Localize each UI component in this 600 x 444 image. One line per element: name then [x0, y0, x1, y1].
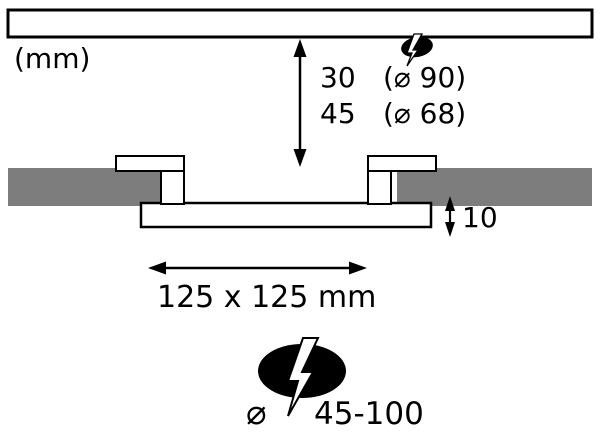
cutout-size-label: 125 x 125 mm [157, 280, 376, 315]
cutout-width-arrow [148, 261, 367, 275]
ceiling-cross-section-left [8, 168, 164, 206]
flash-bolt-large [286, 337, 320, 417]
electrical-connection-flash-icon-small [401, 33, 433, 67]
mounting-clip-right [367, 155, 437, 205]
panel-thickness-value: 10 [462, 201, 498, 234]
depth-45-diameter: (⌀ 68) [383, 97, 466, 130]
connection-diameter-range: 45-100 [314, 396, 424, 432]
arrow-up-head [293, 39, 307, 57]
ceiling-cross-section-right [397, 168, 592, 206]
panel-thickness-arrow [445, 196, 455, 237]
diameter-symbol: ⌀ [246, 393, 266, 433]
depth-45-value: 45 [320, 97, 356, 130]
ceiling-slab [6, 8, 594, 39]
arrow-down-head [293, 149, 307, 167]
mounting-clip-left [115, 155, 185, 205]
depth-dimension-arrow [293, 39, 307, 167]
flash-bolt-small [406, 33, 424, 67]
electrical-connection-flash-icon-large [258, 337, 346, 417]
unit-label: (mm) [14, 42, 90, 75]
depth-30-value: 30 [320, 61, 356, 94]
light-panel-body [139, 201, 433, 229]
depth-30-diameter: (⌀ 90) [383, 61, 466, 94]
